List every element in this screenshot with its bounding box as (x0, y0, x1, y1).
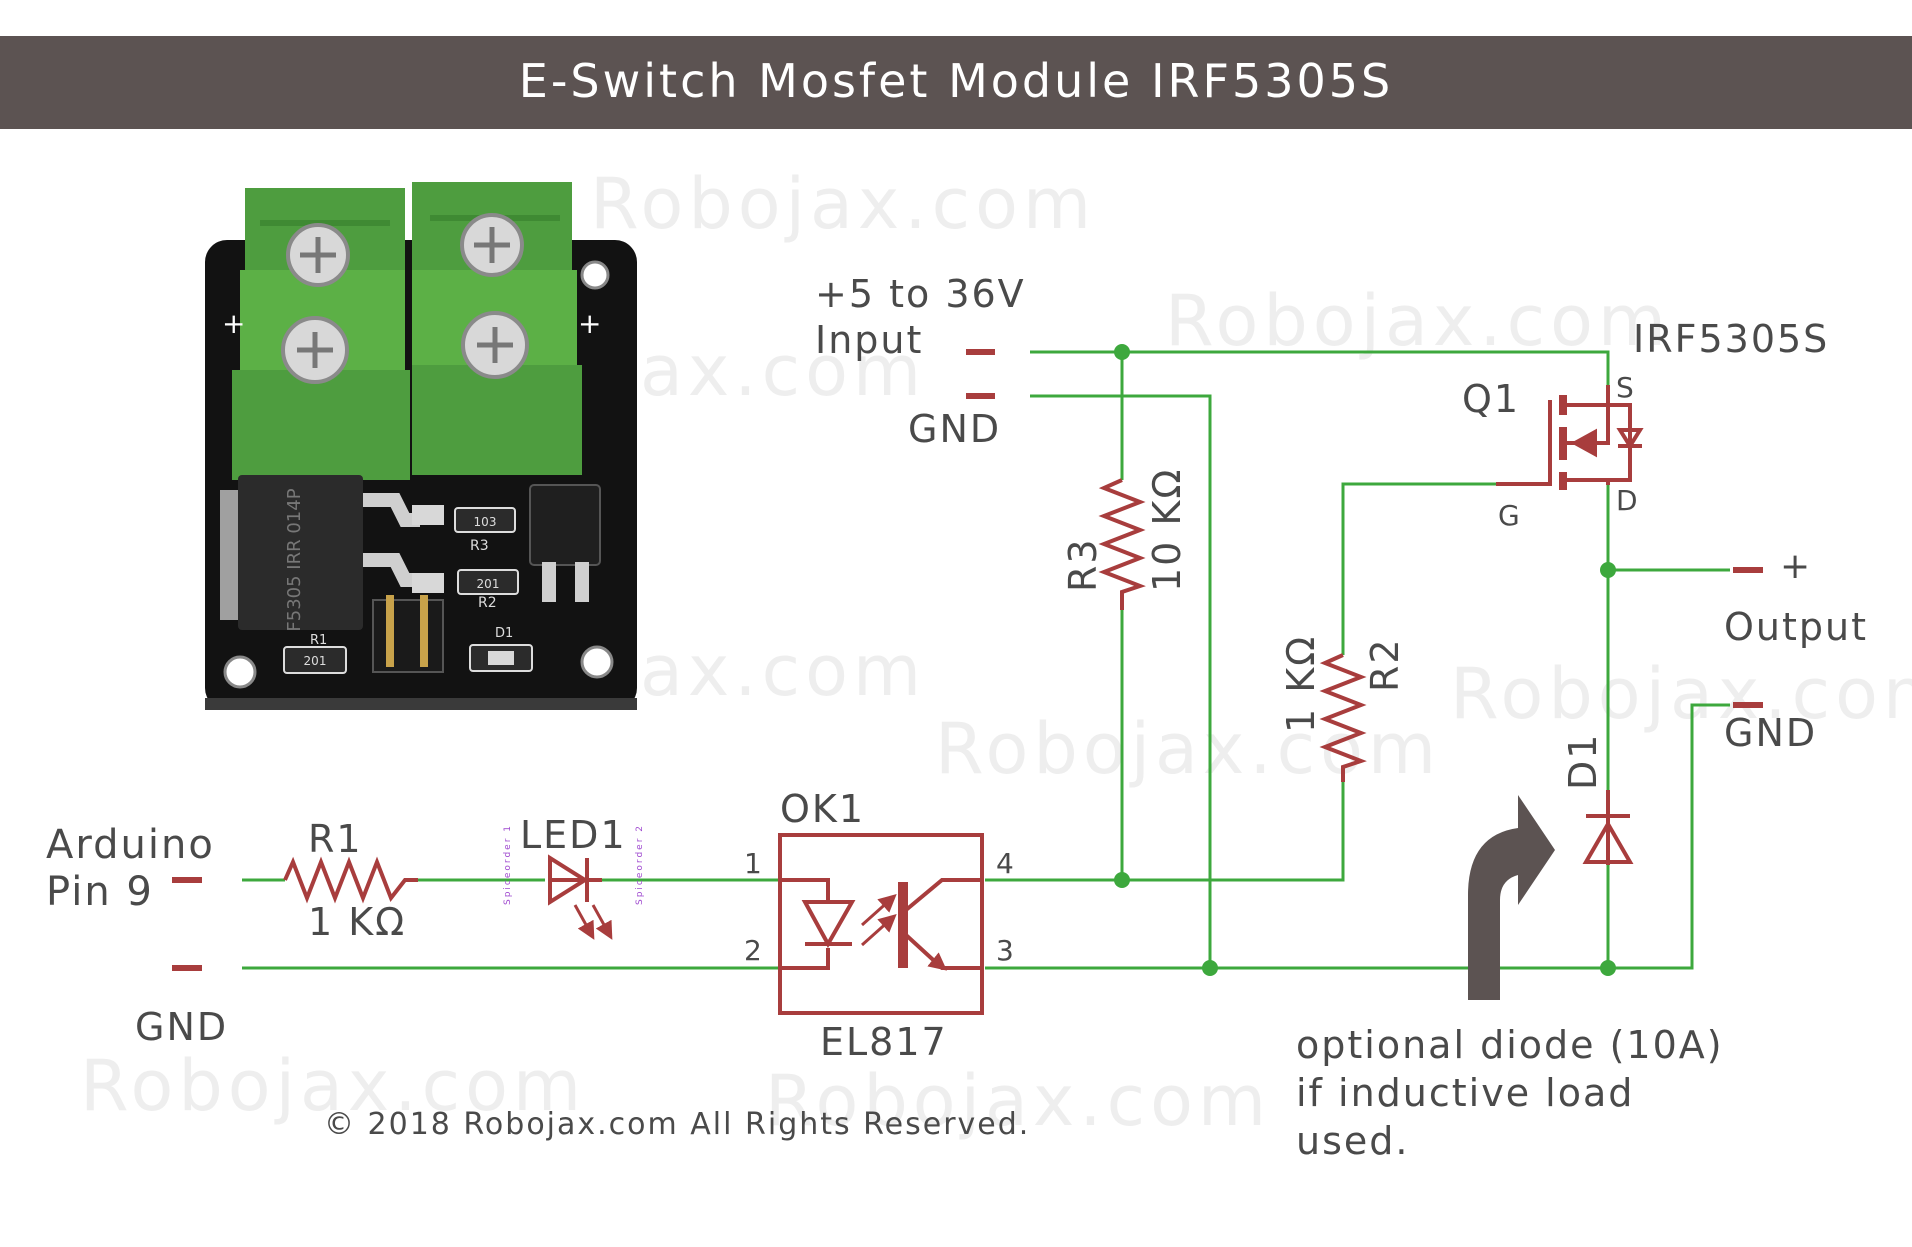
mosfet-part-label: IRF5305S (1633, 317, 1829, 361)
output-gnd-label: GND (1724, 711, 1817, 755)
wire-gate (1341, 482, 1496, 655)
r2-resistor (1319, 653, 1367, 782)
diode-note-line1: optional diode (10A) (1296, 1023, 1724, 1067)
d1-ref-label: D1 (1561, 733, 1605, 790)
ok1-pin2: 2 (744, 934, 764, 967)
optocoupler-package (529, 484, 601, 566)
d1-diode-symbol (1582, 790, 1634, 865)
input-gnd-label: GND (908, 407, 1001, 451)
diode-note-line3: used. (1296, 1119, 1409, 1163)
r1-silk: R1 (310, 633, 327, 648)
arduino-gnd-label: GND (135, 1005, 228, 1049)
input-label: Input (815, 318, 923, 362)
r2-value-label: 1 KΩ (1279, 635, 1323, 733)
ok1-box (778, 833, 984, 1015)
q1-ref-label: Q1 (1462, 377, 1520, 421)
ok1-ref-label: OK1 (780, 787, 865, 831)
ok1-pin4: 4 (996, 847, 1016, 880)
watermark: Robojax.com (80, 1045, 586, 1127)
module-board-photo: + + F5305 IRR 014P 103 R3 201 R2 201 R1 … (205, 182, 637, 710)
wire-gnd-output (985, 703, 1730, 970)
led1-symbol (548, 854, 613, 940)
mosfet-package (238, 475, 363, 630)
mount-hole (580, 645, 614, 679)
chip-marking: F5305 IRR 014P (284, 488, 305, 631)
junction-dot (1600, 960, 1616, 976)
components (172, 349, 1763, 1015)
ok1-pin3: 3 (996, 934, 1016, 967)
r3-value-label: 10 KΩ (1145, 468, 1189, 592)
junction-dot (1202, 960, 1218, 976)
r1-resistor (283, 856, 418, 904)
ok1-internals (780, 878, 982, 971)
r2-ref-label: R2 (1363, 637, 1407, 692)
r3-resistor (1098, 478, 1146, 610)
output-plus-label: + (1780, 546, 1812, 587)
q1-source-label: S (1616, 371, 1636, 404)
output-label: Output (1724, 605, 1868, 649)
screws (281, 213, 529, 384)
r1-ref-label: R1 (308, 817, 363, 861)
title-banner (0, 36, 1912, 129)
watermark: Robojax.com (765, 1060, 1271, 1142)
wires (242, 350, 1730, 970)
junction-dot (1114, 344, 1130, 360)
q1-mosfet-symbol (1496, 385, 1644, 490)
header (372, 599, 444, 673)
pointer-arrow (1468, 795, 1555, 1000)
junction-dot (1114, 872, 1130, 888)
wire-pin4 (985, 782, 1345, 882)
r1-value-label: 1 KΩ (308, 900, 406, 944)
r2-code: 201 (477, 577, 500, 591)
mount-hole (223, 655, 257, 689)
ok1-part-label: EL817 (820, 1020, 948, 1064)
board-plus-right: + (578, 307, 601, 340)
wire-vin (1030, 350, 1610, 385)
watermark: Robojax.com (1165, 280, 1671, 362)
r3-ref-label: R3 (1061, 537, 1105, 592)
copyright-notice: © 2018 Robojax.com All Rights Reserved. (324, 1107, 1030, 1142)
mount-hole (580, 260, 610, 290)
q1-gate-label: G (1498, 499, 1522, 532)
input-voltage-label: +5 to 36V (815, 272, 1026, 316)
diode-note-line2: if inductive load (1296, 1071, 1634, 1115)
r2-silk: R2 (478, 595, 497, 611)
led1-ref-label: LED1 (520, 813, 627, 857)
led-pad2-label: Spiceorder 2 (635, 824, 645, 905)
junctions (1114, 344, 1616, 976)
led-pad1-label: Spiceorder 1 (503, 824, 513, 905)
r3-silk: R3 (470, 538, 489, 554)
diagram-title: E-Switch Mosfet Module IRF5305S (518, 54, 1394, 108)
d1-silk: D1 (495, 626, 513, 641)
ok1-pin1: 1 (744, 847, 764, 880)
q1-drain-label: D (1616, 484, 1640, 517)
wire-gnd-input (1030, 394, 1212, 968)
watermark: Robojax.com (1450, 653, 1912, 735)
arduino-label-line1: Arduino (46, 822, 215, 868)
r1-code: 201 (304, 654, 327, 668)
junction-dot (1600, 562, 1616, 578)
board-plus-left: + (222, 307, 245, 340)
watermark: Robojax.com (590, 163, 1096, 245)
watermark: Robojax.com (935, 708, 1441, 790)
r3-code: 103 (474, 515, 497, 529)
arduino-label-line2: Pin 9 (46, 869, 154, 915)
